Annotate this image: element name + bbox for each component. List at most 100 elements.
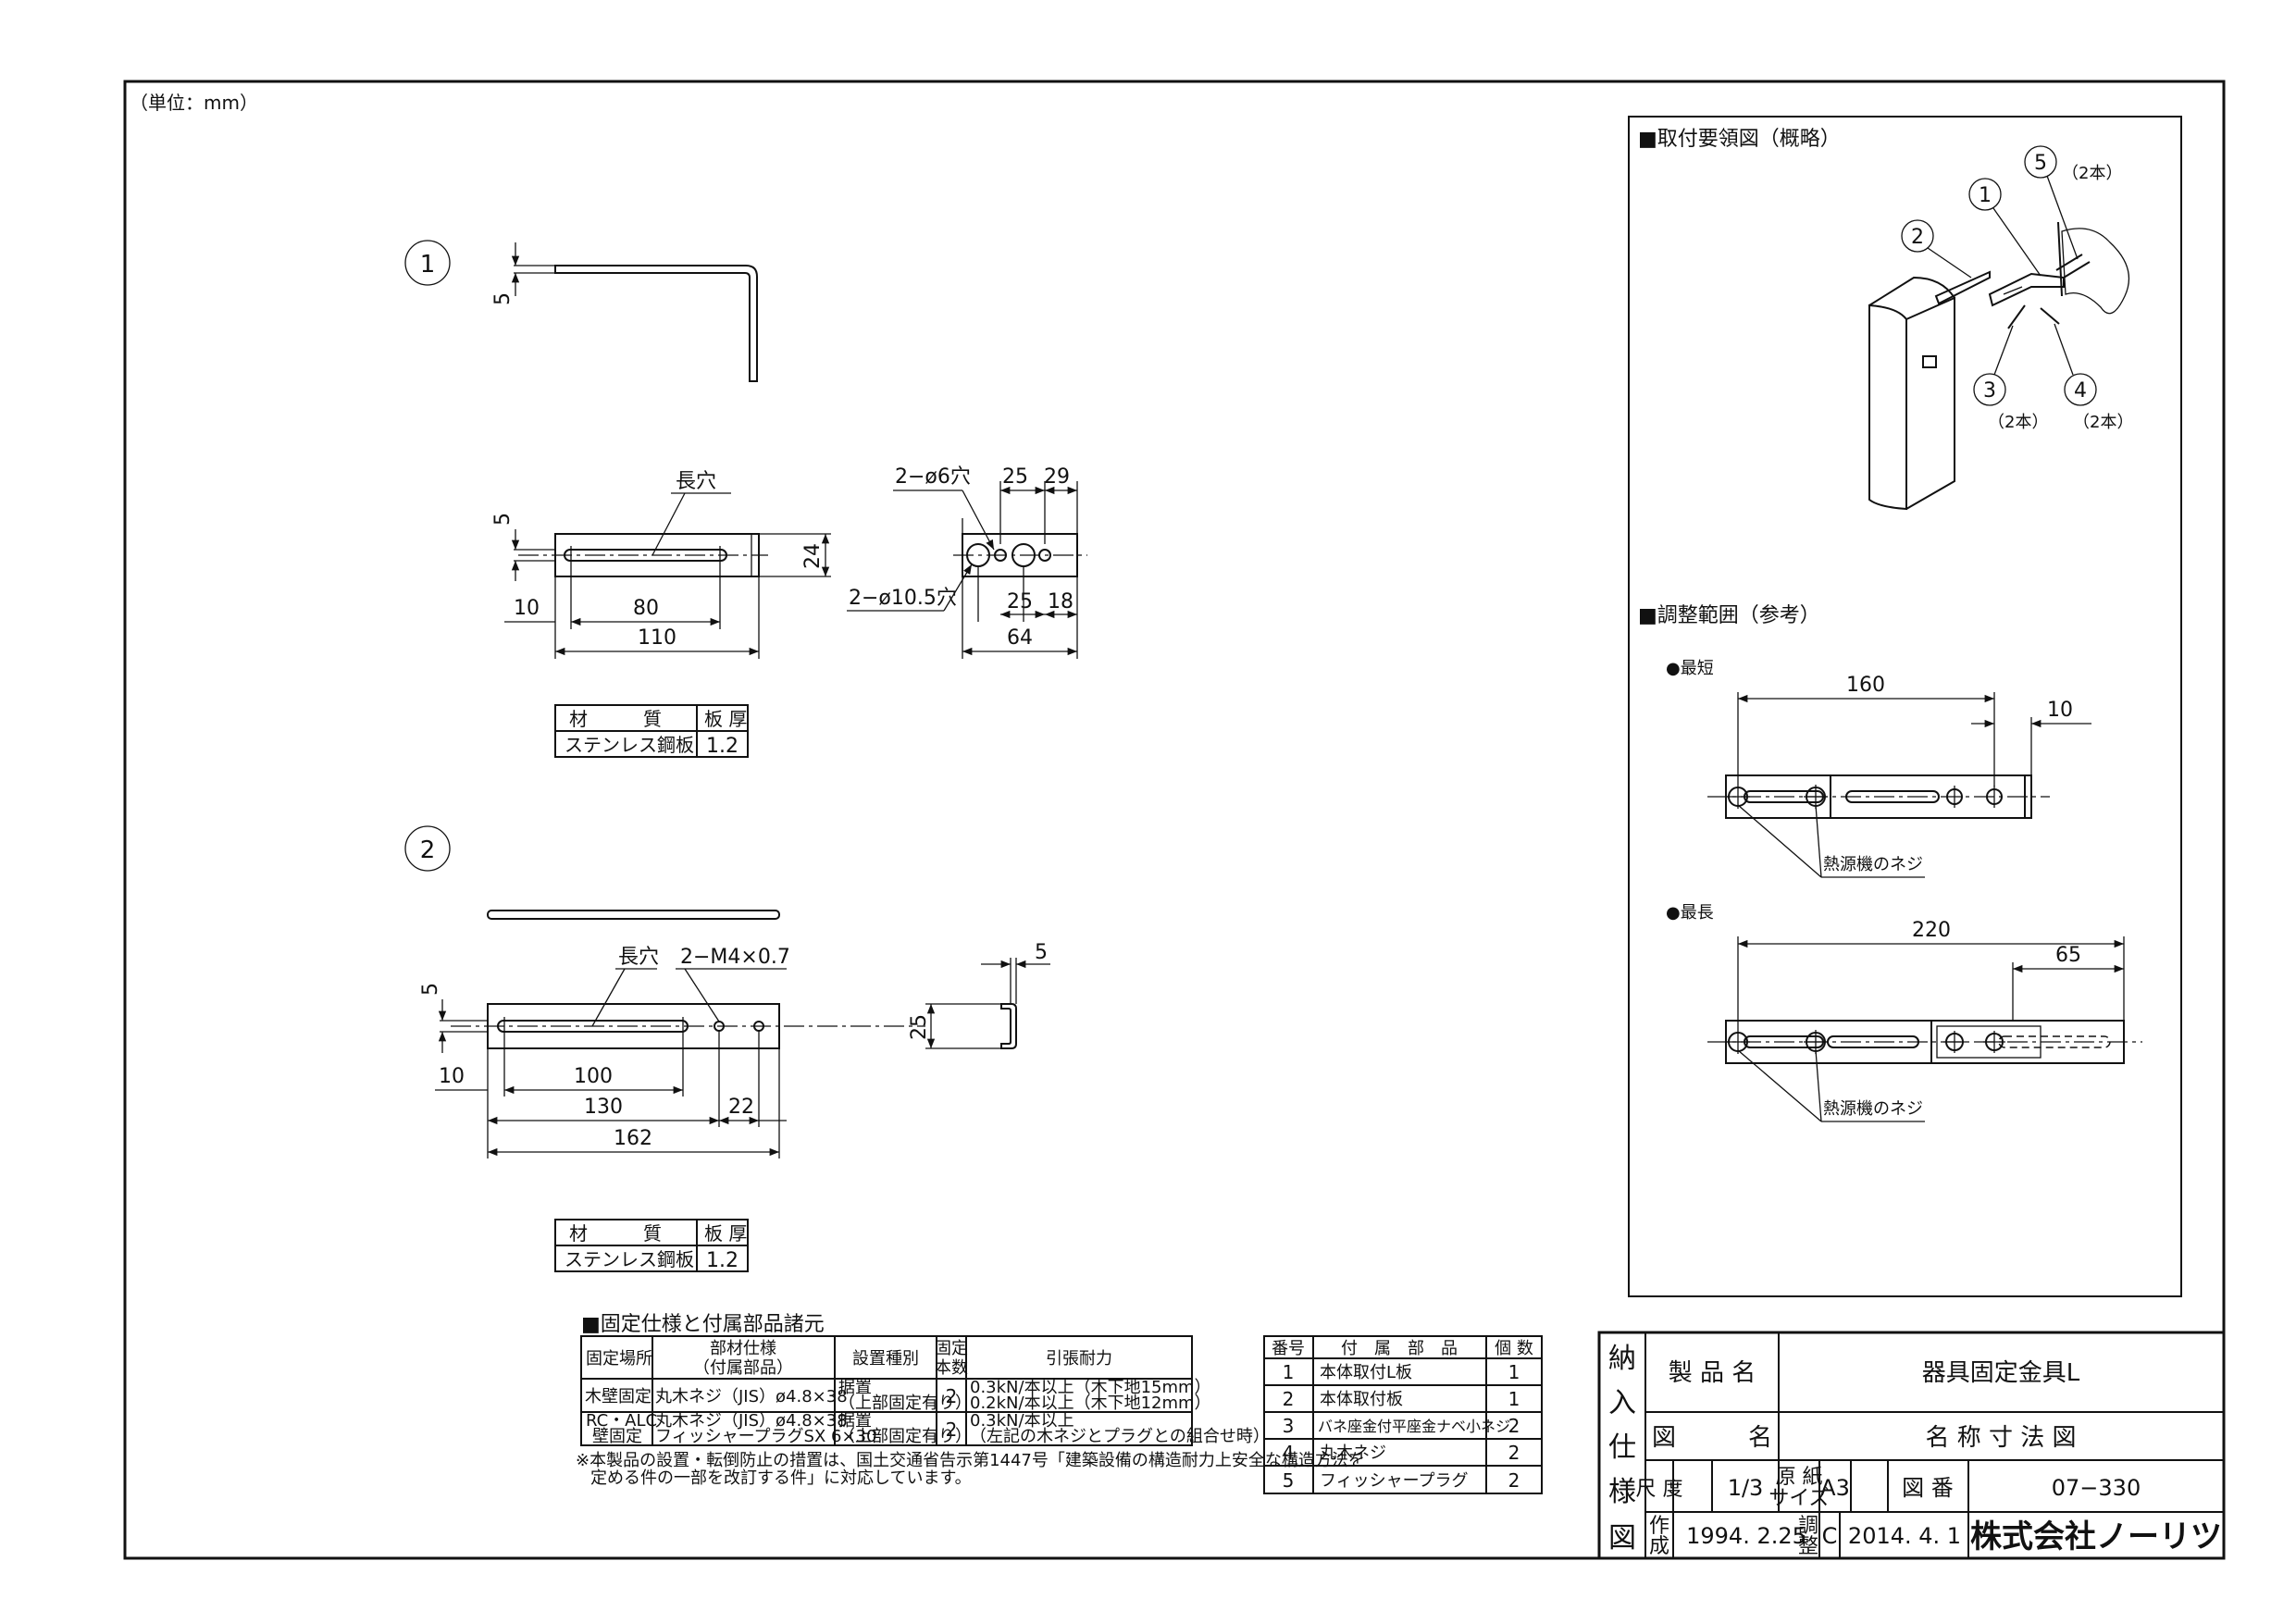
part-2-end-view	[1000, 1003, 1017, 1049]
thickness-value: 1.2	[706, 735, 738, 758]
sheet-border	[123, 80, 2226, 1560]
callout-leader	[1927, 247, 1972, 279]
thickness-header: 板 厚	[704, 1222, 747, 1245]
row2-place2: 壁固定	[592, 1427, 642, 1446]
drawing-label: 図 名	[1652, 1424, 1772, 1452]
part-1-dim-pitch1-top: 25	[1002, 465, 1028, 489]
header-load: 引張耐力	[1046, 1349, 1112, 1369]
header-member: 部材仕様	[710, 1339, 776, 1358]
scale-label: 尺 度	[1636, 1478, 1683, 1501]
part-2-dim-slot-length: 100	[574, 1065, 613, 1088]
revision-label: 整	[1798, 1535, 1818, 1558]
row2-part2: フィッシャープラグSX 6×30	[655, 1427, 876, 1446]
shortest-label: ●最短	[1666, 659, 1714, 678]
material-header: 材 質	[569, 708, 662, 730]
install-bracket-2	[1934, 270, 1991, 305]
part-1-dim-pitch2-bottom: 18	[1048, 590, 1074, 613]
part-1-dim-offset: 10	[514, 597, 540, 620]
row1-load1: 0.3kN/本以上（木下地15mm）	[970, 1378, 1211, 1397]
shortest-offset: 10	[2047, 699, 2073, 722]
paper-label: サイズ	[1769, 1487, 1829, 1510]
adjust-range: ■調整範囲（参考） ●最短 160 10 熱源機のネジ ●最長	[1638, 604, 2142, 1122]
longest-total: 220	[1912, 919, 1951, 942]
row2-count: 2	[946, 1419, 958, 1441]
row2-type2: （上部固定有り）	[838, 1427, 972, 1446]
part-2-thread-leader	[684, 968, 720, 1022]
part-1-dim-slot-width: 5	[491, 513, 515, 526]
row1-type2: （上部固定有り）	[838, 1394, 972, 1413]
parts-header-qty: 個 数	[1495, 1339, 1533, 1358]
callout-4-qty: （2本）	[2073, 413, 2133, 432]
part-1-dim-width: 64	[1007, 626, 1033, 650]
part-1-slot-leader	[652, 492, 686, 556]
made-label: 作	[1649, 1515, 1669, 1538]
cabinet-label-mark	[1922, 355, 1937, 368]
callout-circle-4	[2064, 373, 2097, 406]
longest-screw-leader	[1815, 1049, 1822, 1122]
revision-label: 調	[1798, 1515, 1818, 1538]
longest-screw-label: 熱源機のネジ	[1823, 1099, 1923, 1119]
parts-row-qty: 2	[1508, 1469, 1520, 1492]
parts-row-name: 本体取付板	[1320, 1390, 1403, 1409]
install-diagram: ■取付要領図（概略） 2 1 5 （2本） 3 （2本） 4	[1638, 128, 2133, 511]
parts-row: 3 バネ座金付平座金ナベ小ネジ 2	[1283, 1415, 1520, 1437]
part-2-dim-hole-pitch: 22	[728, 1096, 754, 1119]
parts-row-no: 4	[1283, 1442, 1295, 1464]
thickness-value: 1.2	[706, 1249, 738, 1272]
longest-label: ●最長	[1666, 903, 1714, 923]
drawing-no: 07−330	[2052, 1475, 2141, 1501]
part-2-number: 2	[420, 836, 436, 864]
title-side-char: 入	[1608, 1387, 1636, 1419]
part-2-dim-hole-dist: 130	[584, 1096, 623, 1119]
material-value: ステンレス鋼板	[565, 1248, 694, 1270]
shortest-screw-leader	[1737, 804, 1822, 878]
adjust-title: ■調整範囲（参考）	[1638, 604, 1820, 627]
title-block: 納 入 仕 様 図 製 品 名 器具固定金具L 図 名 名 称 寸 法 図 尺 …	[1597, 1331, 2226, 1560]
callout-2: 2	[1911, 226, 1924, 249]
title-side-char: 仕	[1608, 1431, 1636, 1464]
install-slot	[2003, 286, 2023, 295]
fixing-note-line1: ※本製品の設置・転倒防止の措置は、国土交通省告示第1447号「建築設備の構造耐力…	[576, 1451, 1365, 1470]
part-1-number: 1	[420, 251, 436, 279]
callout-circle-3	[1973, 373, 2006, 406]
callout-4: 4	[2074, 379, 2087, 403]
part-2-dim-offset: 10	[439, 1065, 465, 1088]
parts-row-name: フィッシャープラグ	[1320, 1471, 1469, 1491]
material-header: 材 質	[569, 1222, 662, 1245]
part-1-hole-leader	[943, 564, 973, 612]
row2-load1: 0.3kN/本以上	[970, 1411, 1074, 1431]
material-value: ステンレス鋼板	[565, 734, 694, 756]
parts-row: 5 フィッシャープラグ 2	[1283, 1469, 1520, 1492]
part-1-dim-slot-length: 80	[633, 597, 659, 620]
part-2-dim-length: 162	[614, 1127, 652, 1150]
callout-5: 5	[2034, 152, 2047, 175]
header-type: 設置種別	[852, 1349, 919, 1369]
company-name: 株式会社ノーリツ	[1970, 1518, 2222, 1555]
part-1-dim-height: 24	[801, 543, 825, 569]
part-1-drawings: 1 5 長穴 5 24 1	[404, 240, 1087, 758]
thickness-header: 板 厚	[704, 708, 747, 730]
callout-leader	[2054, 323, 2074, 376]
install-title: ■取付要領図（概略）	[1638, 128, 1841, 151]
parts-row-no: 5	[1283, 1469, 1295, 1492]
part-2-number-circle	[404, 825, 451, 872]
callout-1: 1	[1979, 184, 1992, 207]
parts-row-name: 本体取付L板	[1320, 1363, 1412, 1382]
callout-5-qty: （2本）	[2062, 164, 2122, 183]
parts-row: 1 本体取付L板 1	[1283, 1361, 1520, 1383]
header-count1: 固定	[935, 1339, 968, 1358]
part-2-drawings: 2 長穴 2−M4×0.7 5 10 100 1	[404, 825, 1050, 1272]
row1-part: 丸木ネジ（JIS）ø4.8×38	[655, 1387, 848, 1406]
part-1-dim-length: 110	[638, 626, 676, 650]
part-1-number-circle	[404, 240, 451, 286]
install-screw-3	[2007, 304, 2026, 329]
shortest-screw-label: 熱源機のネジ	[1823, 855, 1923, 874]
cabinet-front	[1905, 296, 1955, 510]
cabinet-side	[1868, 304, 1907, 511]
paper-size: A3	[1820, 1475, 1850, 1501]
revision-date: 2014. 4. 1	[1848, 1523, 1961, 1549]
part-2-material-table: 材 質 板 厚 ステンレス鋼板 1.2	[554, 1219, 749, 1272]
title-side-char: 納	[1608, 1343, 1636, 1375]
parts-row-qty: 2	[1508, 1415, 1520, 1437]
